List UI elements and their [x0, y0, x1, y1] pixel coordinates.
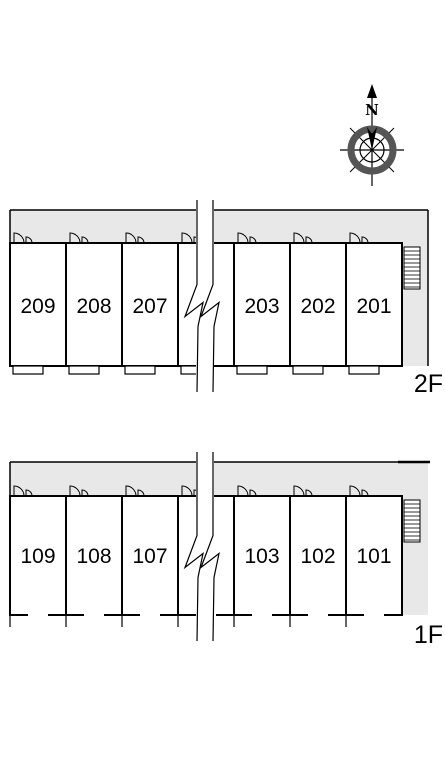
door-icon	[13, 485, 25, 497]
door-icon	[305, 489, 313, 497]
room-number: 103	[244, 545, 279, 568]
break-line	[183, 200, 204, 393]
room: 101	[345, 485, 403, 627]
balcony	[68, 365, 100, 375]
room-number: 207	[132, 295, 167, 318]
room-number: 201	[356, 295, 391, 318]
room-number: 108	[76, 545, 111, 568]
room-number: 208	[76, 295, 111, 318]
room: 208	[65, 232, 123, 375]
compass-north-label: N	[365, 101, 379, 119]
stairs-icon	[403, 499, 421, 543]
door-icon	[349, 232, 361, 244]
break-line	[199, 452, 220, 642]
section-break	[183, 200, 220, 393]
break-line	[199, 200, 220, 393]
break-gap	[196, 200, 214, 392]
floor-label: 1F	[414, 621, 443, 649]
room: 107	[121, 485, 179, 627]
room: 102	[289, 485, 347, 627]
room-outline	[65, 242, 123, 367]
door-icon	[69, 232, 81, 244]
room: 108	[65, 485, 123, 627]
balcony	[124, 365, 156, 375]
room-number: 107	[132, 545, 167, 568]
balcony	[236, 365, 268, 375]
room-outline	[9, 242, 67, 367]
door-icon	[237, 232, 249, 244]
door-icon	[137, 236, 145, 244]
door-icon	[181, 232, 193, 244]
room-number: 109	[20, 545, 55, 568]
room-number: 203	[244, 295, 279, 318]
door-icon	[69, 485, 81, 497]
break-line	[183, 452, 204, 642]
door-icon	[125, 232, 137, 244]
room: 202	[289, 232, 347, 375]
stairs-icon	[403, 246, 421, 290]
door-icon	[293, 232, 305, 244]
room: 109	[9, 485, 67, 627]
door-icon	[13, 232, 25, 244]
balcony	[292, 365, 324, 375]
room: 203	[233, 232, 291, 375]
room: 201	[345, 232, 403, 375]
room-number: 102	[300, 545, 335, 568]
room-number: 101	[356, 545, 391, 568]
door-icon	[305, 236, 313, 244]
door-icon	[249, 236, 257, 244]
door-icon	[349, 485, 361, 497]
room: 207	[121, 232, 179, 375]
stair-outline	[403, 499, 421, 543]
room-outline	[289, 242, 347, 367]
room-outline	[121, 495, 179, 616]
floor-label: 2F	[414, 370, 443, 398]
room-number: 202	[300, 295, 335, 318]
stair-outline	[403, 246, 421, 290]
door-icon	[125, 485, 137, 497]
door-icon	[25, 489, 33, 497]
floor-2f: 209 208 207 203 202 201 2F	[9, 200, 443, 398]
door-icon	[81, 489, 89, 497]
door-icon	[293, 485, 305, 497]
section-break	[183, 452, 220, 642]
room-number: 209	[20, 295, 55, 318]
door-icon	[25, 236, 33, 244]
balcony	[12, 365, 44, 375]
door-icon	[137, 489, 145, 497]
floor-1f: 109 108 107 103 102 101 1F	[9, 452, 443, 649]
compass-rose-icon	[340, 84, 404, 186]
balcony	[348, 365, 380, 375]
compass: N	[340, 84, 404, 186]
room-outline	[65, 495, 123, 616]
room: 103	[233, 485, 291, 627]
break-gap	[196, 452, 214, 641]
door-icon	[181, 485, 193, 497]
room: 209	[9, 232, 67, 375]
door-icon	[361, 489, 369, 497]
door-icon	[237, 485, 249, 497]
door-icon	[361, 236, 369, 244]
door-icon	[81, 236, 89, 244]
door-icon	[249, 489, 257, 497]
